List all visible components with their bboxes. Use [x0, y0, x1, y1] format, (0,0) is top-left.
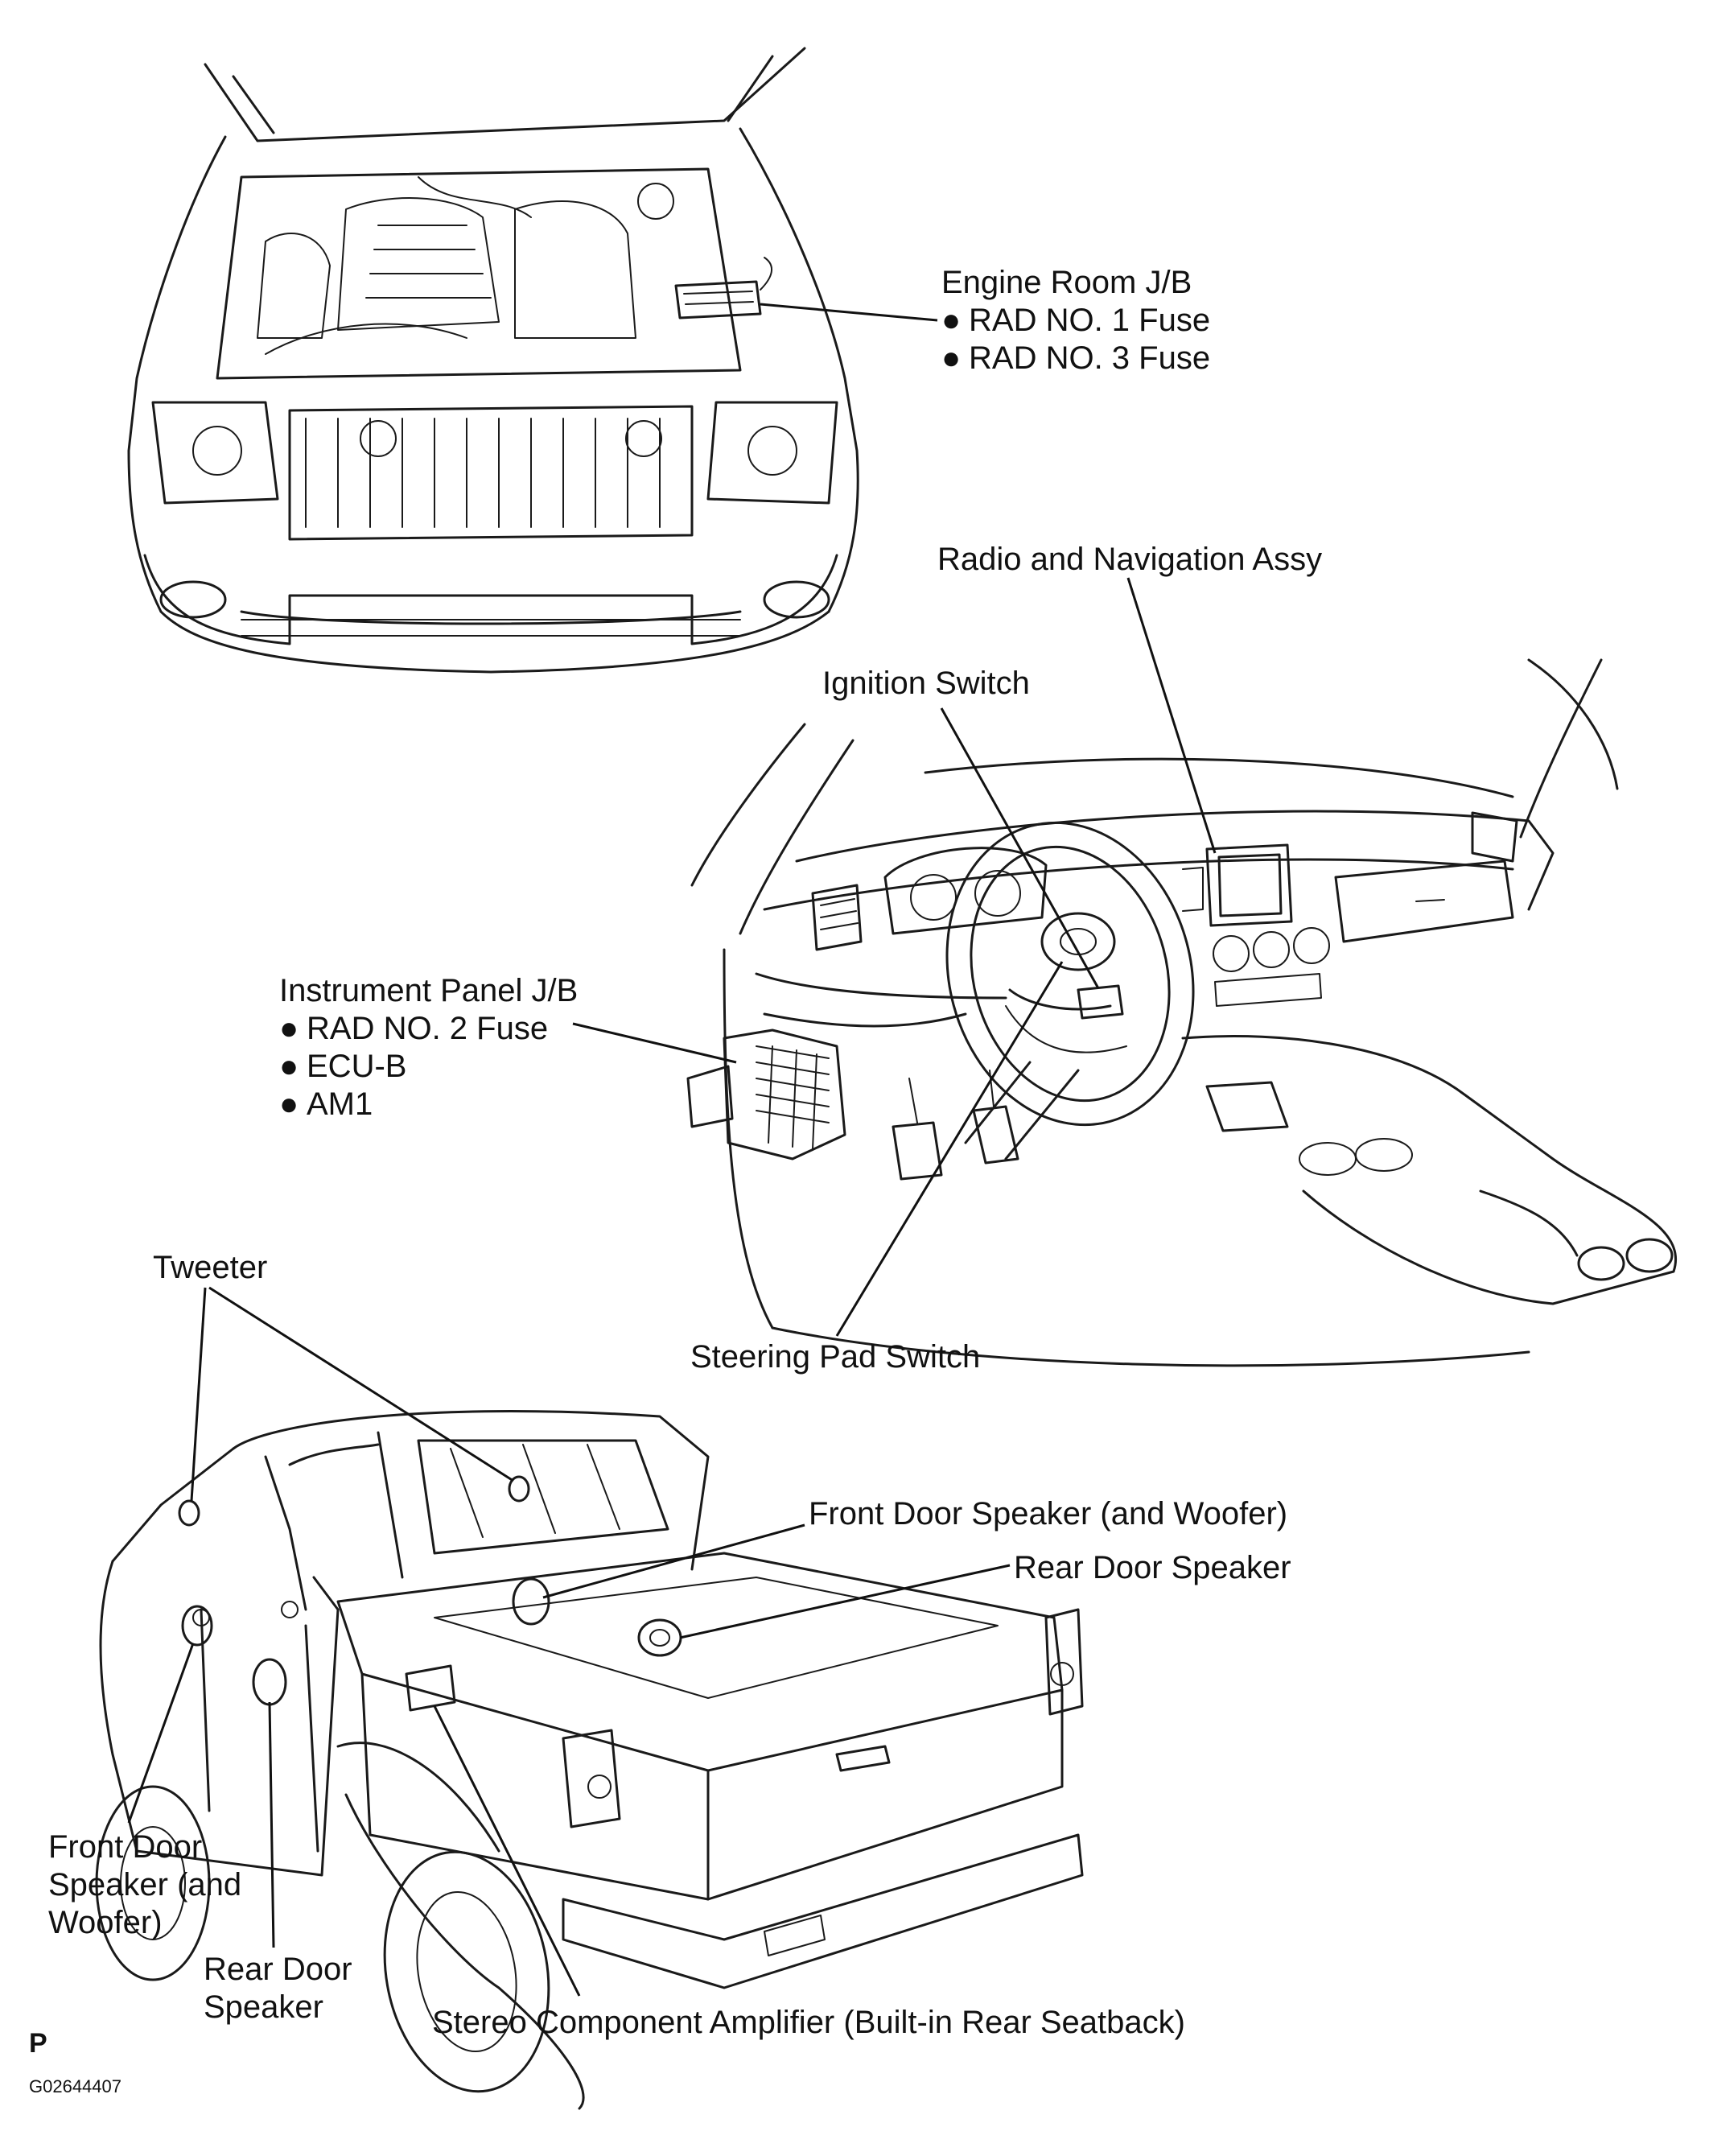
- instrument-panel-jb-item-2: ●ECU-B: [279, 1049, 407, 1084]
- instrument-panel-jb-label: Instrument Panel J/B ●RAD NO. 2 Fuse ●EC…: [279, 972, 578, 1123]
- engine-room-illustration: [127, 47, 859, 674]
- engine-room-jb-item-2: ●RAD NO. 3 Fuse: [941, 340, 1211, 376]
- steering-pad: [1040, 912, 1116, 971]
- bullet-icon: ●: [279, 1011, 299, 1046]
- front-door-speaker-right-part: [512, 1577, 550, 1626]
- front-door-speaker-left-label: Front Door Speaker (and Woofer): [48, 1829, 242, 1940]
- rear-door-speaker-right-part: [637, 1618, 682, 1657]
- ignition-switch-label: Ignition Switch: [822, 666, 1030, 701]
- ignition-switch-part: [1077, 984, 1124, 1020]
- instrument-panel-jb-item-1: ●RAD NO. 2 Fuse: [279, 1011, 549, 1046]
- steering-wheel: [945, 821, 1195, 1127]
- steering-pad-switch-label: Steering Pad Switch: [690, 1339, 981, 1375]
- bullet-icon: ●: [941, 340, 962, 376]
- instrument-panel-jb-title: Instrument Panel J/B: [279, 973, 579, 1008]
- instrument-panel-jb-item-3: ●AM1: [279, 1086, 373, 1122]
- rear-door-speaker-right-label: Rear Door Speaker: [1014, 1550, 1291, 1585]
- figure-code: G02644407: [29, 2076, 121, 2096]
- radio-navigation-label: Radio and Navigation Assy: [937, 542, 1323, 577]
- tweeter-part: [508, 1475, 530, 1503]
- corner-mark: P: [29, 2028, 47, 2059]
- engine-room-jb-box: [674, 280, 762, 319]
- radio-navigation-unit: [1205, 843, 1293, 927]
- bullet-icon: ●: [279, 1086, 299, 1122]
- bullet-icon: ●: [941, 303, 962, 338]
- rear-door-speaker-left-part: [252, 1658, 287, 1706]
- front-door-speaker-left-part: [181, 1605, 213, 1647]
- leader-lines: [127, 303, 1217, 1997]
- front-door-speaker-right-label: Front Door Speaker (and Woofer): [809, 1496, 1288, 1531]
- truck-illustration: [95, 1410, 1084, 2110]
- dashboard-illustration: [686, 658, 1677, 1367]
- stereo-amplifier-part: [405, 1664, 456, 1712]
- engine-room-jb-title: Engine Room J/B: [941, 265, 1192, 300]
- rear-door-speaker-left-label: Rear Door Speaker: [204, 1952, 352, 2025]
- bullet-icon: ●: [279, 1049, 299, 1084]
- engine-room-jb-label: Engine Room J/B ●RAD NO. 1 Fuse ●RAD NO.…: [941, 264, 1210, 377]
- tweeter-label: Tweeter: [153, 1250, 268, 1285]
- instrument-panel-jb-box: [723, 1029, 846, 1160]
- stereo-amplifier-label: Stereo Component Amplifier (Built-in Rea…: [432, 2005, 1185, 2040]
- engine-room-jb-item-1: ●RAD NO. 1 Fuse: [941, 303, 1211, 338]
